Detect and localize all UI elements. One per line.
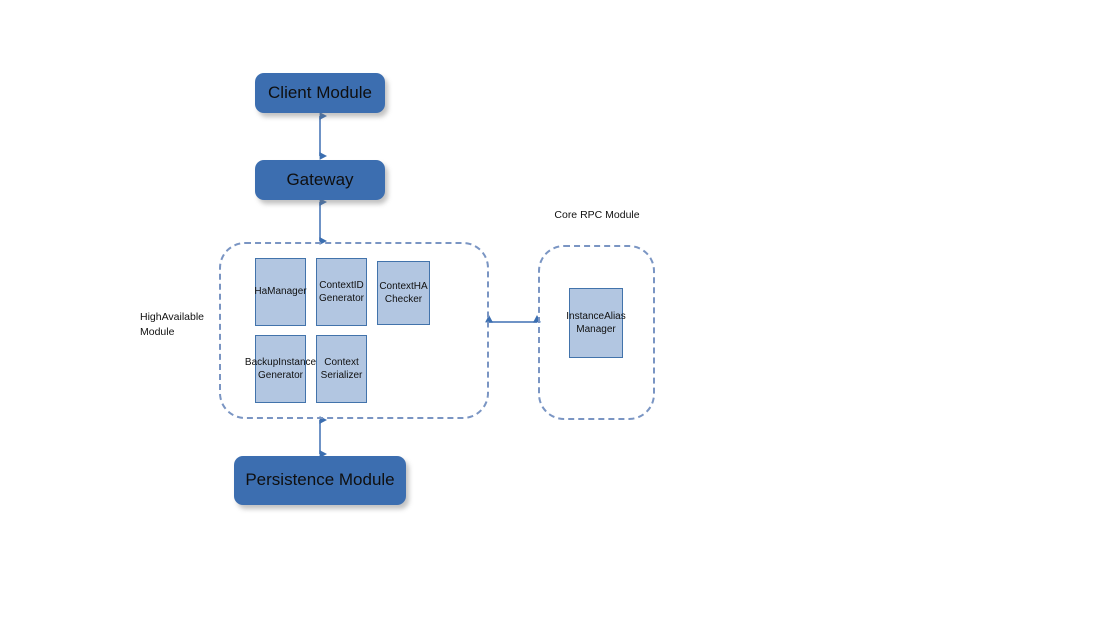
group-high-available-module[interactable]: [219, 242, 489, 419]
node-gateway[interactable]: Gateway: [255, 160, 385, 200]
component-backup-instance-generator[interactable]: BackupInstance Generator: [245, 335, 316, 403]
node-persistence-module[interactable]: Persistence Module: [234, 456, 406, 505]
node-gateway-label: Gateway: [286, 169, 354, 189]
component-context-id-generator-label: ContextID Generator: [318, 279, 365, 305]
component-context-ha-checker-label: ContextHA Checker: [379, 280, 428, 306]
group-high-available-module-label: HighAvailable Module: [140, 311, 205, 338]
component-context-serializer-label: Context Serializer: [320, 356, 363, 382]
component-ha-manager-label: HaManager: [254, 286, 307, 298]
node-client-module[interactable]: Client Module: [255, 73, 385, 113]
group-core-rpc-module-label: Core RPC Module: [554, 209, 640, 221]
component-ha-manager[interactable]: HaManager: [254, 258, 307, 326]
component-instance-alias-manager-label: InstanceAlias Manager: [566, 310, 626, 336]
component-backup-instance-generator-label: BackupInstance Generator: [244, 356, 317, 382]
component-instance-alias-manager[interactable]: InstanceAlias Manager: [566, 288, 626, 358]
node-client-module-label: Client Module: [268, 82, 372, 102]
component-context-ha-checker[interactable]: ContextHA Checker: [377, 261, 430, 325]
component-context-serializer[interactable]: Context Serializer: [316, 335, 367, 403]
group-core-rpc-module[interactable]: [538, 245, 655, 420]
node-persistence-module-label: Persistence Module: [245, 470, 395, 490]
component-context-id-generator[interactable]: ContextID Generator: [316, 258, 367, 326]
